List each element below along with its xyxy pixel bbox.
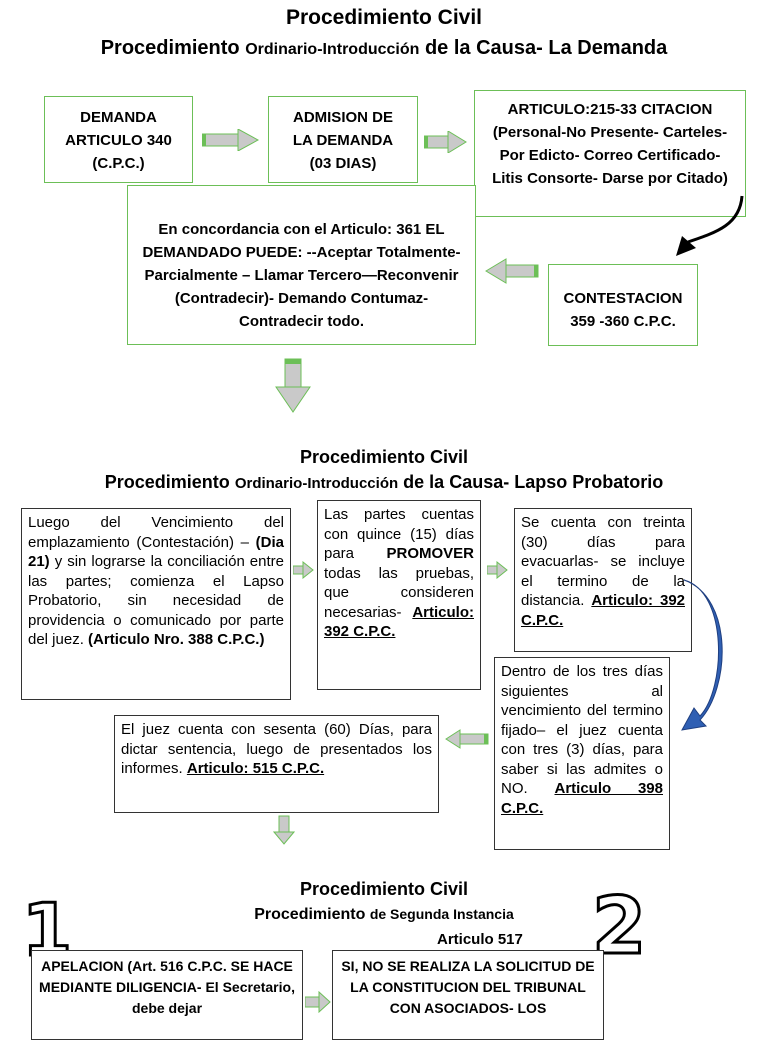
subtitle-part-c: de la Causa- La Demanda — [424, 37, 668, 59]
box-si-no-solicitud: SI, NO SE REALIZA LA SOLICITUD DE LA CON… — [332, 950, 604, 1040]
note-demanda: DEMANDA ARTICULO 340 (C.P.C.) — [44, 96, 193, 183]
box-tres-dias: Dentro de los tres días siguientes al ve… — [494, 657, 670, 850]
sesenta-ref: Articulo: 515 C.P.C. — [186, 760, 325, 777]
luego-text-b: y sin lograrse la conciliación entre las… — [28, 553, 284, 648]
box-luego-vencimiento: Luego del Vencimiento del emplazamiento … — [21, 508, 291, 700]
luego-ref: (Articulo Nro. 388 C.P.C.) — [88, 631, 265, 648]
articulo-text: ARTICULO:215-33 CITACION (Personal-No Pr… — [492, 101, 728, 187]
concordancia-text: En concordancia con el Articulo: 361 EL … — [142, 221, 461, 330]
note-articulo: ARTICULO:215-33 CITACION (Personal-No Pr… — [474, 90, 746, 217]
curved-arrow-icon — [681, 579, 723, 731]
section1-title: Procedimiento Civil — [285, 6, 483, 29]
subtitle-part-b: Ordinario-Introducción — [234, 475, 399, 492]
treinta-text: Se cuenta con treinta (30) días para eva… — [521, 514, 685, 609]
contestacion-text: CONTESTACION 359 -360 C.P.C. — [563, 290, 683, 330]
curved-arrow-icon — [676, 195, 744, 256]
subtitle-part-a: Procedimiento — [254, 906, 366, 923]
section2-title: Procedimiento Civil — [299, 447, 469, 467]
subtitle-part-c: de la Causa- Lapso Probatorio — [403, 472, 664, 492]
admision-text: ADMISION DE LA DEMANDA (03 DIAS) — [292, 109, 394, 172]
box-sesenta-dias: El juez cuenta con sesenta (60) Días, pa… — [114, 715, 439, 813]
tres-text: Dentro de los tres días siguientes al ve… — [501, 663, 663, 797]
subtitle-part-b: Ordinario-Introducción — [245, 41, 420, 58]
subtitle-part-b: de Segunda Instancia — [369, 906, 514, 922]
right-arrow-icon — [487, 561, 508, 579]
note-contestacion: CONTESTACION 359 -360 C.P.C. — [548, 264, 698, 346]
articulo-517: Articulo 517 — [437, 931, 523, 948]
box-treinta-dias: Se cuenta con treinta (30) días para eva… — [514, 508, 692, 652]
right-arrow-icon — [305, 991, 331, 1013]
section2-subtitle: Procedimiento Ordinario-Introducción de … — [0, 472, 768, 493]
section3-title: Procedimiento Civil — [299, 879, 469, 899]
subtitle-part-a: Procedimiento — [100, 37, 240, 59]
tres-ref: Articulo 398 C.P.C. — [501, 780, 663, 817]
section1-subtitle: Procedimiento Ordinario-Introducción de … — [0, 37, 768, 60]
note-admision: ADMISION DE LA DEMANDA (03 DIAS) — [268, 96, 418, 183]
luego-text-bold: (Dia 21) — [28, 533, 284, 571]
box-apelacion: APELACION (Art. 516 C.P.C. SE HACE MEDIA… — [31, 950, 303, 1040]
note-concordancia: En concordancia con el Articulo: 361 EL … — [127, 185, 476, 345]
luego-text-a: Luego del Vencimiento del emplazamiento … — [28, 514, 284, 551]
down-arrow-icon — [275, 358, 311, 413]
right-arrow-icon — [424, 131, 467, 153]
right-arrow-icon — [202, 129, 260, 151]
sesenta-text: El juez cuenta con sesenta (60) Días, pa… — [121, 721, 432, 777]
left-arrow-icon — [445, 729, 489, 749]
box-partes-promover: Las partes cuentas con quince (15) días … — [317, 500, 481, 690]
partes-text-b: todas las pruebas, que consideren necesa… — [324, 564, 474, 621]
down-arrow-icon — [273, 815, 295, 845]
left-arrow-icon — [485, 258, 539, 284]
demanda-text: DEMANDA ARTICULO 340 (C.P.C.) — [65, 109, 172, 172]
section3-subtitle: Procedimiento de Segunda Instancia — [0, 906, 768, 924]
partes-text-a: Las partes cuentas con quince (15) días … — [324, 506, 474, 562]
right-arrow-icon — [293, 561, 314, 579]
subtitle-part-a: Procedimiento — [104, 472, 230, 492]
partes-text-bold: PROMOVER — [386, 545, 474, 562]
treinta-ref: Articulo: 392 C.P.C. — [521, 592, 685, 629]
partes-ref: Articulo: 392 C.P.C. — [324, 603, 474, 641]
